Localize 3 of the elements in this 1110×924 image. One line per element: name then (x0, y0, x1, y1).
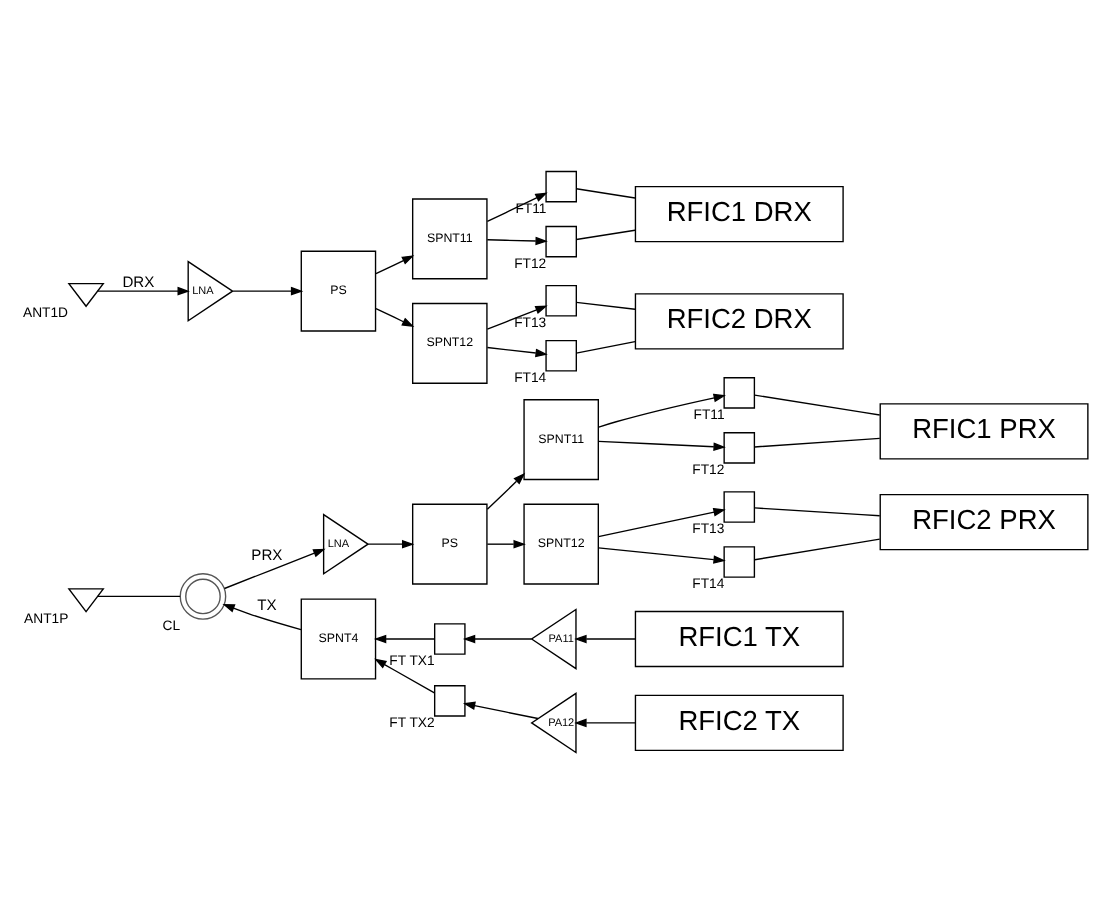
edge-label: PRX (251, 546, 283, 565)
edge-label: DRX (122, 272, 155, 291)
edge-label: TX (257, 595, 277, 614)
